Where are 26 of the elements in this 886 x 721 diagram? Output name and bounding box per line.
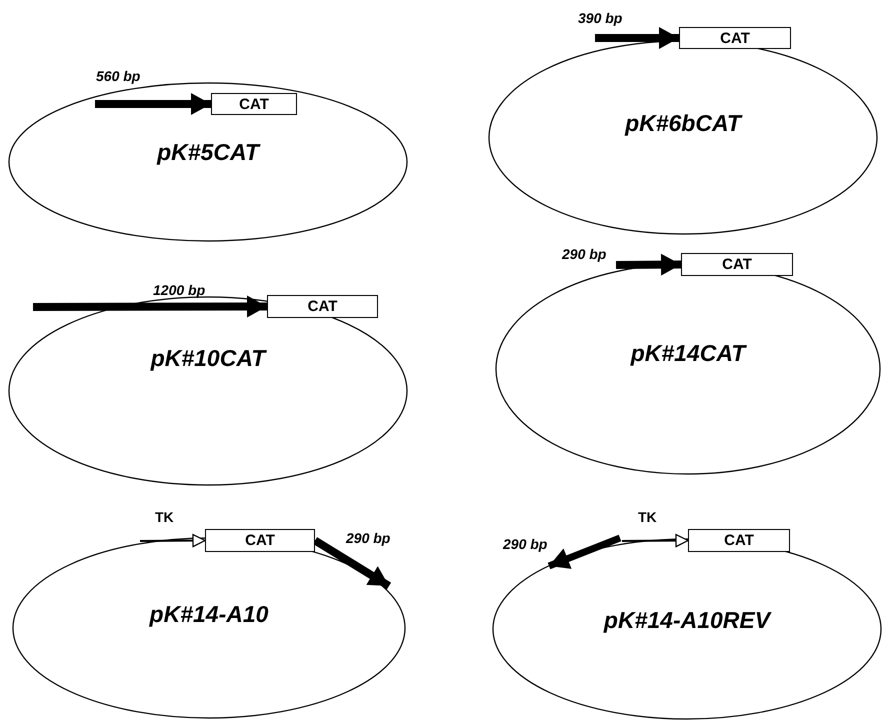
edge-label: 1200 bp: [153, 282, 206, 298]
plasmid-name: pK#10CAT: [150, 344, 266, 372]
plasmid-name: pK#14-A10REV: [604, 606, 770, 634]
gene-box: CAT: [681, 253, 793, 276]
edge-label: TK: [638, 509, 657, 525]
arrow: [595, 27, 679, 49]
edge-label: TK: [155, 509, 174, 525]
arrow: [140, 534, 206, 548]
gene-box: CAT: [688, 529, 790, 552]
edge-label: 560 bp: [96, 68, 140, 84]
gene-box: CAT: [267, 295, 378, 318]
fragment-label: 290 bp: [503, 536, 548, 552]
arrow: [622, 534, 689, 548]
edge-label: 390 bp: [578, 10, 622, 26]
arrow: [33, 296, 267, 318]
plasmid-name: pK#5CAT: [157, 138, 259, 166]
gene-box: CAT: [205, 529, 315, 552]
plasmid-name: pK#6bCAT: [625, 110, 741, 137]
edge-label: 290 bp: [346, 530, 390, 546]
edge-label: 290 bp: [562, 246, 606, 262]
gene-box: CAT: [679, 27, 791, 49]
plasmid-name: pK#14CAT: [630, 340, 746, 366]
arrow: [312, 537, 392, 590]
arrow: [616, 254, 682, 276]
arrow: [95, 93, 211, 115]
plasmid-name: pK#14-A10: [150, 600, 268, 628]
